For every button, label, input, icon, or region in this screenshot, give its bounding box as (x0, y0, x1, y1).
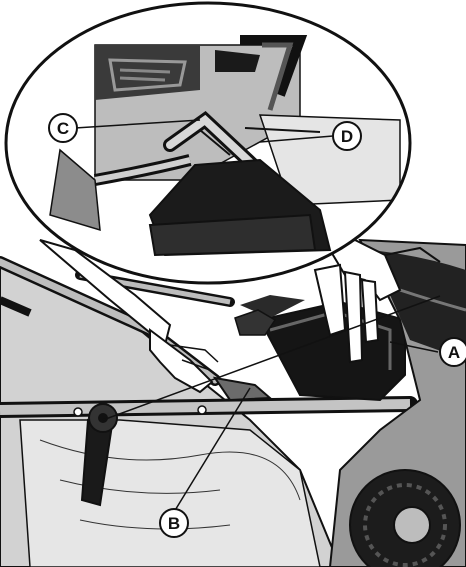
callout-a: A (440, 338, 466, 366)
callout-c-label: C (57, 119, 69, 138)
main-scene (0, 240, 466, 567)
callout-a-label: A (448, 343, 460, 362)
callout-d: D (333, 122, 361, 150)
callout-b: B (160, 509, 188, 537)
rear-wheel (350, 470, 460, 567)
callout-c: C (49, 114, 77, 142)
bag-rim (215, 378, 270, 400)
callout-d-label: D (341, 127, 353, 146)
callout-b-label: B (168, 514, 180, 533)
